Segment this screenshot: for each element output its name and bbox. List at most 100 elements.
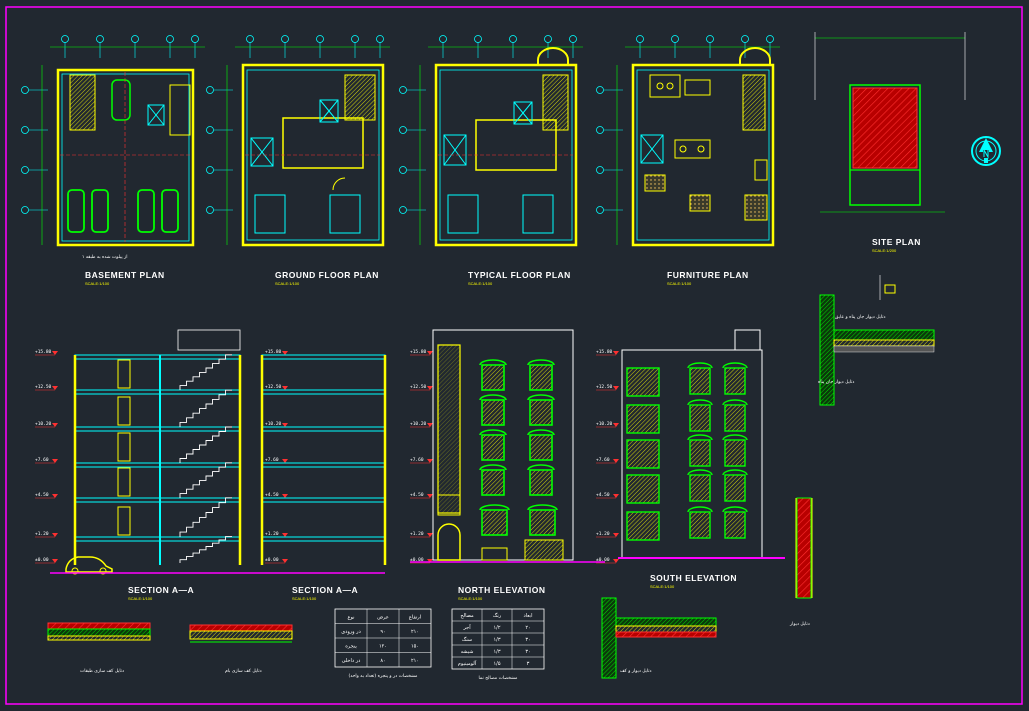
basement-plan-title: BASEMENT PLAN (85, 270, 165, 280)
table-cell: شیشه (461, 649, 474, 655)
window-arch (687, 469, 713, 476)
window (481, 509, 508, 536)
level-label: +15.80 (410, 349, 427, 355)
window (529, 434, 553, 461)
table-caption: مشخصات مصالح نما (479, 676, 518, 681)
table-cell: در ورودی (341, 629, 361, 635)
window-arch (687, 434, 713, 441)
detail-top-label: دتایل دیوار جان پناه و عایق (835, 315, 885, 320)
grid-axes (399, 35, 583, 245)
furniture-plan-title: FURNITURE PLAN (667, 270, 749, 280)
window-arch (527, 504, 558, 511)
section1-scale: SCALE:1/100 (128, 596, 153, 601)
grid-bubble (166, 35, 174, 43)
door (117, 506, 131, 536)
level-label: +12.50 (35, 384, 52, 390)
basement-note: ۱ از پیلوت شده به طبقه (82, 255, 127, 260)
windows (626, 362, 748, 541)
level-markers: +15.80+12.50+10.20+7.60+4.50+1.20±0.00 (265, 349, 288, 564)
window (529, 469, 553, 496)
window-arch (527, 429, 555, 436)
grid-bubble (509, 35, 517, 43)
level-label: +15.80 (596, 349, 613, 355)
window-arch (687, 506, 713, 513)
grid-bubble (21, 126, 29, 134)
grid-axes (21, 35, 205, 245)
window-arch (479, 504, 510, 511)
parking-cars (67, 189, 179, 233)
window (529, 364, 553, 391)
north-elevation-title: NORTH ELEVATION (458, 585, 545, 595)
level-label: ±0.00 (596, 557, 610, 563)
windows (479, 359, 558, 536)
level-label: +4.50 (265, 492, 279, 498)
typical-floor-plan: TYPICAL FLOOR PLAN SCALE:1/100 (399, 35, 583, 286)
table-cell: ۱۵۰ (411, 643, 419, 649)
table-cell: ۳۰ (525, 649, 530, 655)
level-label: +12.50 (410, 384, 427, 390)
grid-bubble (596, 166, 604, 174)
site-plan-scale: SCALE:1/200 (872, 248, 897, 253)
level-label: +12.50 (265, 384, 282, 390)
window (626, 439, 660, 469)
level-label: +10.20 (35, 421, 52, 427)
level-label: +1.20 (596, 531, 610, 537)
grid-bubble (21, 206, 29, 214)
stair-flight (179, 354, 232, 390)
table-cell: ۲۱۰ (411, 629, 419, 635)
grid-bubble (474, 35, 482, 43)
window (626, 474, 660, 504)
section1-title: SECTION A—A (128, 585, 194, 595)
grid-bubble (206, 86, 214, 94)
slab (261, 462, 386, 468)
table-header: رنگ (493, 612, 502, 619)
grid-bubble (399, 126, 407, 134)
detail-floor2-label: دتایل کف سازی بام (225, 668, 262, 674)
table-cell: ۸۰ (380, 658, 385, 664)
window (529, 399, 553, 426)
table-cell: ۳۰ (525, 637, 530, 643)
ground-floor-plan: GROUND FLOOR PLAN SCALE:1/100 (206, 35, 390, 286)
grid-bubble (21, 86, 29, 94)
level-markers: +15.80+12.50+10.20+7.60+4.50+1.20±0.00 (35, 349, 58, 564)
grid-bubble (399, 166, 407, 174)
grid-bubble (766, 35, 774, 43)
detail-wall-floor-bottom: دتایل دیوار و کف (601, 597, 717, 679)
grid-bubble (741, 35, 749, 43)
section-a-a-2: +15.80+12.50+10.20+7.60+4.50+1.20±0.00 S… (260, 349, 387, 601)
level-label: ±0.00 (35, 557, 49, 563)
window (626, 367, 660, 397)
window-arch (527, 464, 555, 471)
furniture-plan-scale: SCALE:1/100 (667, 281, 692, 286)
window-arch (722, 434, 748, 441)
window-arch (479, 429, 507, 436)
slab (74, 536, 241, 542)
window (724, 404, 746, 432)
grid-bubble (61, 35, 69, 43)
north-elevation: +15.80+12.50+10.20+7.60+4.50+1.20±0.00 N… (410, 329, 574, 601)
stair-flight (179, 536, 232, 563)
window-arch (687, 362, 713, 369)
level-label: +10.20 (410, 421, 427, 427)
table-cell: ۱۲۰ (379, 643, 387, 649)
door (117, 432, 131, 462)
window (626, 404, 660, 434)
sheet-frame (5, 6, 1023, 705)
north-elevation-scale: SCALE:1/100 (458, 596, 483, 601)
stair-flight (179, 497, 232, 537)
grid-bubble (636, 35, 644, 43)
slab (74, 426, 241, 432)
window-arch (527, 394, 555, 401)
level-markers: +15.80+12.50+10.20+7.60+4.50+1.20±0.00 (410, 349, 433, 564)
slab (74, 497, 241, 503)
level-label: +12.50 (596, 384, 613, 390)
window-arch (722, 399, 748, 406)
table-cell: سنگ (462, 636, 472, 643)
basement-plan-scale: SCALE:1/100 (85, 281, 110, 286)
floor-slabs (73, 354, 242, 565)
stair-flight (179, 462, 232, 498)
slab (261, 497, 386, 503)
window (724, 474, 746, 502)
detail-parapet-label: دتایل دیوار جان پناه (818, 380, 854, 385)
